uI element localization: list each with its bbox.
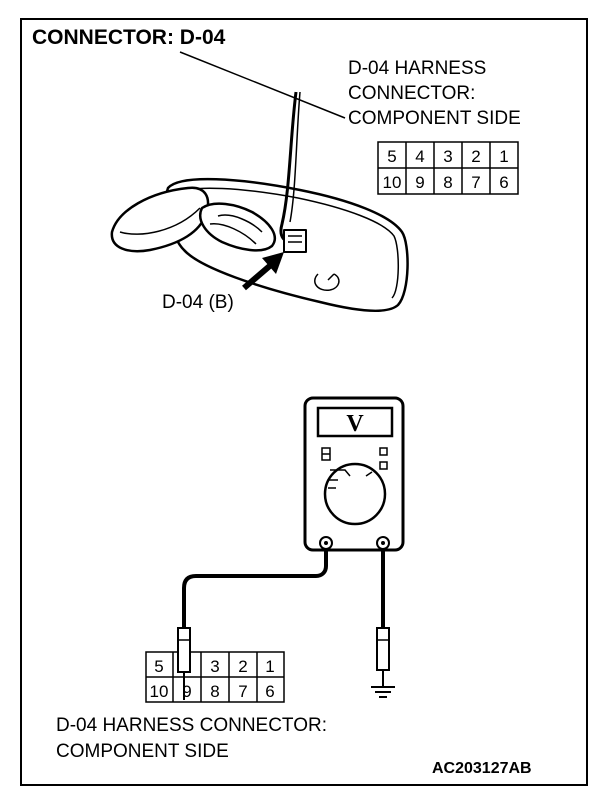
top-pin-8: 8 bbox=[443, 173, 452, 192]
positive-probe bbox=[177, 627, 191, 700]
top-pin-5: 5 bbox=[387, 147, 396, 166]
test-leads bbox=[182, 549, 385, 628]
top-pin-6: 6 bbox=[499, 173, 508, 192]
bottom-pin-10: 10 bbox=[150, 682, 169, 701]
arrow-icon bbox=[242, 252, 284, 291]
bottom-pin-5: 5 bbox=[154, 657, 163, 676]
top-pin-2: 2 bbox=[471, 147, 480, 166]
bottom-pin-2: 2 bbox=[238, 657, 247, 676]
top-connector-label-line-3: COMPONENT SIDE bbox=[348, 108, 521, 129]
bottom-connector-grid bbox=[145, 651, 285, 703]
top-pin-1: 1 bbox=[499, 147, 508, 166]
bottom-connector-pins: 5 3 2 1 10 9 8 7 6 bbox=[150, 657, 275, 701]
bottom-pin-6: 6 bbox=[265, 682, 274, 701]
top-pin-9: 9 bbox=[415, 173, 424, 192]
figure-code: AC203127AB bbox=[432, 760, 532, 777]
top-pin-3: 3 bbox=[443, 147, 452, 166]
bottom-pin-1: 1 bbox=[265, 657, 274, 676]
top-connector-label-line-2: CONNECTOR: bbox=[348, 83, 476, 104]
bottom-pin-3: 3 bbox=[210, 657, 219, 676]
top-connector-pins: 5 4 3 2 1 10 9 8 7 6 bbox=[383, 147, 509, 192]
top-connector-grid bbox=[377, 141, 519, 195]
top-pin-10: 10 bbox=[383, 173, 402, 192]
sensor-callout-label: D-04 (B) bbox=[162, 292, 234, 313]
voltmeter-icon: V bbox=[303, 396, 405, 552]
diagram-frame bbox=[20, 18, 588, 786]
bottom-pin-7: 7 bbox=[238, 682, 247, 701]
bottom-connector-label: D-04 HARNESS CONNECTOR: COMPONENT SIDE bbox=[56, 713, 327, 765]
diagram-title: CONNECTOR: D-04 bbox=[32, 26, 226, 49]
top-pin-7: 7 bbox=[471, 173, 480, 192]
voltmeter-dial bbox=[323, 462, 387, 526]
top-connector-label: D-04 HARNESS CONNECTOR: COMPONENT SIDE bbox=[348, 56, 521, 131]
title-leader-line bbox=[179, 51, 346, 119]
bottom-connector-label-line-2: COMPONENT SIDE bbox=[56, 741, 229, 762]
mirror-illustration bbox=[110, 91, 409, 312]
voltmeter-display: V bbox=[346, 411, 364, 437]
negative-probe bbox=[376, 627, 390, 686]
bottom-connector-label-line-1: D-04 HARNESS CONNECTOR: bbox=[56, 715, 327, 736]
bottom-pin-9: 9 bbox=[182, 682, 191, 701]
bottom-pin-8: 8 bbox=[210, 682, 219, 701]
top-connector-label-line-1: D-04 HARNESS bbox=[348, 58, 487, 79]
top-pin-4: 4 bbox=[415, 147, 424, 166]
ground-symbol-icon bbox=[371, 686, 395, 698]
